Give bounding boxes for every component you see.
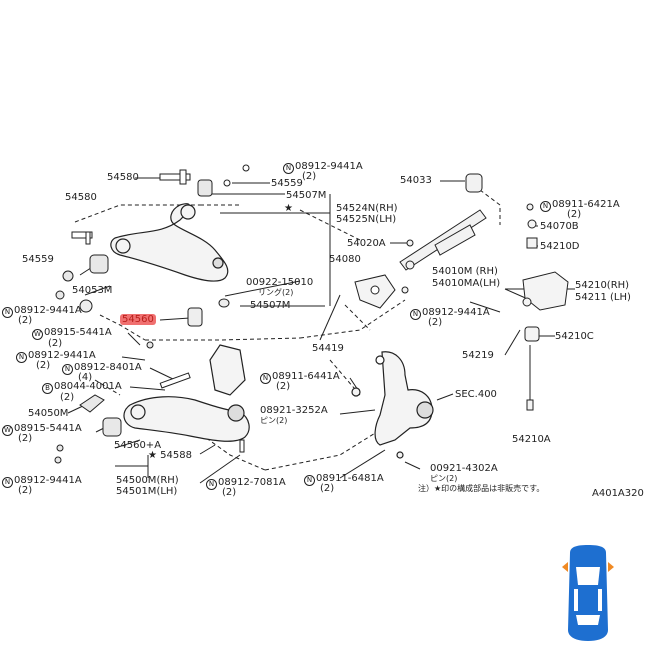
nut-symbol-icon: N (540, 201, 551, 212)
star-icon: ★ (148, 450, 161, 461)
leader-lines (67, 177, 575, 484)
qty-label: (2) (302, 171, 317, 182)
part-label-54560a: 54560+A (114, 440, 162, 451)
qty-label: (2) (320, 483, 335, 494)
bushings-upper (55, 179, 231, 300)
part-label-00921-4302a: 00921-4302A (430, 463, 498, 474)
part-label-54219: 54219 (462, 350, 494, 361)
part-label-54580-left: 54580 (65, 192, 97, 203)
part-label-54053m: 54053M (72, 285, 113, 296)
part-label-54559-top: 54559 (271, 178, 303, 189)
section-ref-label: SEC.400 (455, 389, 497, 400)
stabilizer-parts (522, 203, 569, 411)
part-label-54210: 54210(RH) (575, 280, 630, 291)
part-label-54010m: 54010M (RH) (432, 266, 498, 277)
part-label-54010ma: 54010MA(LH) (432, 278, 501, 289)
anchor-bracket (319, 239, 414, 341)
lower-control-arm (123, 344, 250, 442)
washer-symbol-icon: W (32, 329, 43, 340)
part-label-54559-left: 54559 (22, 254, 54, 265)
part-label-54500m: 54500M(RH) (116, 475, 179, 486)
part-label-54588: ★ 54588 (148, 450, 192, 461)
part-label-54580-top: 54580 (107, 172, 139, 183)
car-top-view-icon (562, 545, 614, 641)
part-label-54560-highlighted[interactable]: 54560 (120, 314, 156, 325)
part-label-54507m-top: 54507M (286, 190, 327, 201)
qty-label: (2) (18, 433, 33, 444)
bolt-symbol-icon: B (42, 383, 53, 394)
nut-symbol-icon: N (16, 352, 27, 363)
qty-label: (2) (222, 487, 237, 498)
part-label-54020a: 54020A (347, 238, 386, 249)
ring-qty-label: リング(2) (258, 288, 294, 297)
part-label-00922-15010: 00922-15010 (246, 277, 314, 288)
qty-label: (2) (567, 209, 582, 220)
qty-label: (2) (428, 317, 443, 328)
part-label-54070b: 54070B (540, 221, 579, 232)
part-label-54524n: 54524N(RH) (336, 203, 398, 214)
nut-symbol-icon: N (206, 479, 217, 490)
nut-symbol-icon: N (2, 307, 13, 318)
part-label-54507m-bottom: 54507M (250, 300, 291, 311)
nut-symbol-icon: N (283, 163, 294, 174)
upper-control-arm (110, 203, 229, 282)
part-label-54525n: 54525N(LH) (336, 214, 397, 225)
bushings-lower (54, 341, 154, 464)
bushing-54560 (79, 298, 230, 327)
lower-bolts (159, 372, 245, 453)
pin-qty-label: ピン(2) (430, 474, 458, 483)
pin-qty-label: ピン(2) (260, 416, 288, 425)
part-label-54210a: 54210A (512, 434, 551, 445)
qty-label: (4) (78, 372, 93, 383)
qty-label: (2) (18, 485, 33, 496)
dashed-guide-lines (74, 189, 501, 471)
nut-symbol-icon: N (410, 309, 421, 320)
torsion-bar (399, 173, 487, 271)
part-label-08921-3252a: 08921-3252A (260, 405, 328, 416)
washer-symbol-icon: W (2, 425, 13, 436)
qty-label: (2) (36, 360, 51, 371)
steering-knuckle (351, 351, 434, 459)
part-label-54210c: 54210C (555, 331, 594, 342)
nut-symbol-icon: N (304, 475, 315, 486)
upper-bolts (71, 164, 250, 245)
part-label-54050m: 54050M (28, 408, 69, 419)
part-label-54211: 54211 (LH) (575, 292, 631, 303)
note-text: 注）★印の構成部品は非販売です。 (418, 484, 545, 493)
nut-symbol-icon: N (62, 364, 73, 375)
part-label-54033: 54033 (400, 175, 432, 186)
part-label-54501m: 54501M(LH) (116, 486, 178, 497)
qty-label: (2) (276, 381, 291, 392)
qty-label: (2) (18, 315, 33, 326)
qty-label: (2) (48, 338, 63, 349)
part-label-54419: 54419 (312, 343, 344, 354)
nut-symbol-icon: N (260, 373, 271, 384)
nut-symbol-icon: N (2, 477, 13, 488)
part-label-54080: 54080 (329, 254, 361, 265)
qty-label: (2) (60, 392, 75, 403)
part-label-54210d: 54210D (540, 241, 580, 252)
diagram-code: A401A320 (592, 488, 644, 499)
star-icon: ★ (284, 203, 293, 214)
